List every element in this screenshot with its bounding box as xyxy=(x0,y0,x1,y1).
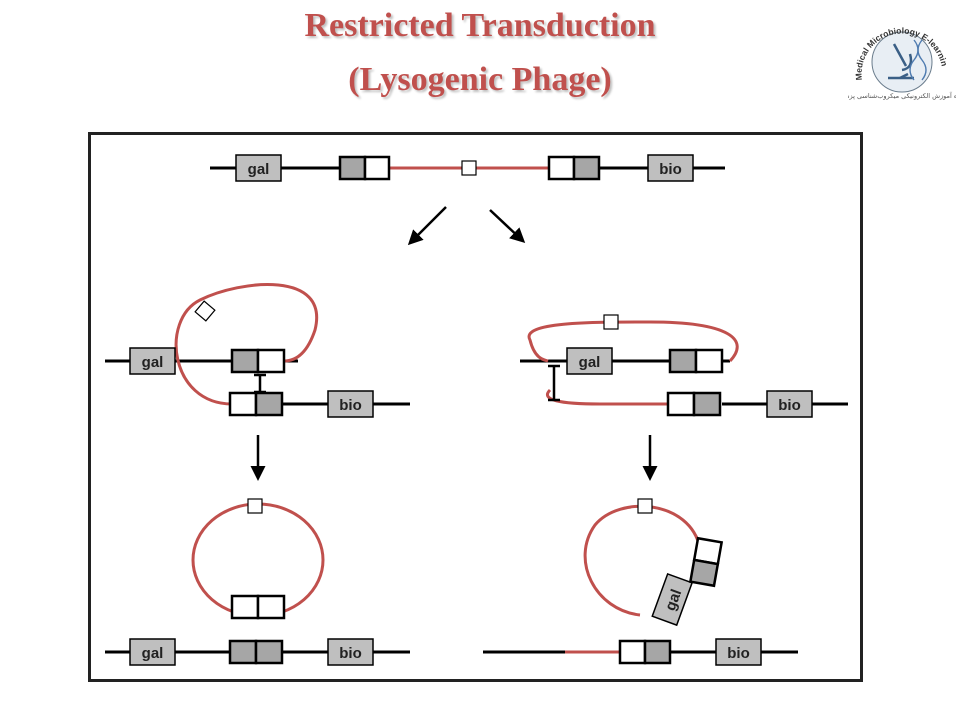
gal-gene-box: gal xyxy=(651,572,694,627)
gal-gene-box: gal xyxy=(235,154,282,182)
svg-text:gal: gal xyxy=(142,354,164,371)
att-site-right xyxy=(547,155,601,181)
phage-marker xyxy=(603,314,619,330)
svg-text:bio: bio xyxy=(659,161,682,178)
arrow-down-right xyxy=(489,209,526,244)
transducing-phage-circle: gal xyxy=(583,498,724,627)
att-site-top xyxy=(230,348,286,374)
bio-gene-box: bio xyxy=(647,154,694,182)
diagram-frame xyxy=(88,132,863,682)
recombination-bracket xyxy=(548,364,560,402)
gal-gene-box: gal xyxy=(566,347,613,375)
normal-excision-loop: gal bio xyxy=(105,283,410,418)
att-site-bottom xyxy=(666,391,722,417)
svg-text:bio: bio xyxy=(727,645,750,662)
att-site-top xyxy=(668,348,724,374)
title-line-1: Restricted Transduction xyxy=(304,7,656,44)
logo-subtext: پروژه آموزش الکترونیکی میکروب‌شناسی پزشک… xyxy=(848,91,956,100)
integrated-prophage: gal bio xyxy=(210,154,725,182)
bio-gene-box: bio xyxy=(327,638,374,666)
bio-gene-box: bio xyxy=(715,638,762,666)
phage-marker xyxy=(247,498,263,514)
dna-icon xyxy=(909,39,927,81)
recombination-bracket xyxy=(254,373,266,394)
att-site xyxy=(228,639,284,665)
phage-marker xyxy=(461,160,477,176)
att-site-bottom xyxy=(228,391,284,417)
svg-text:gal: gal xyxy=(579,354,601,371)
normal-phage-circle xyxy=(191,498,325,620)
bio-gene-box: bio xyxy=(327,390,374,418)
svg-text:gal: gal xyxy=(248,161,270,178)
svg-text:bio: bio xyxy=(339,645,362,662)
phage-loop-dna xyxy=(527,320,739,363)
svg-text:bio: bio xyxy=(339,397,362,414)
att-site-left xyxy=(338,155,391,181)
att-site xyxy=(230,594,286,620)
aberrant-excision-loop: gal bio xyxy=(520,314,848,418)
phage-marker xyxy=(194,300,216,322)
att-site xyxy=(688,536,724,588)
gal-gene-box: gal xyxy=(129,638,176,666)
att-site xyxy=(618,639,672,665)
gal-gene-box: gal xyxy=(129,347,176,375)
phage-loop-dna-lower xyxy=(546,388,668,406)
phage-marker xyxy=(637,498,653,514)
microscope-icon xyxy=(888,43,914,80)
bio-gene-box: bio xyxy=(766,390,813,418)
title-line-2: (Lysogenic Phage) xyxy=(348,61,612,98)
restored-chromosome: gal bio xyxy=(105,638,410,666)
svg-text:gal: gal xyxy=(662,587,685,613)
arrow-down-left xyxy=(407,206,447,246)
svg-text:gal: gal xyxy=(142,645,164,662)
svg-text:bio: bio xyxy=(778,397,801,414)
gal-deleted-chromosome: bio xyxy=(483,638,798,666)
phage-loop-dna xyxy=(174,283,319,406)
project-logo: Medical Microbiology E-learning Project … xyxy=(848,10,956,100)
